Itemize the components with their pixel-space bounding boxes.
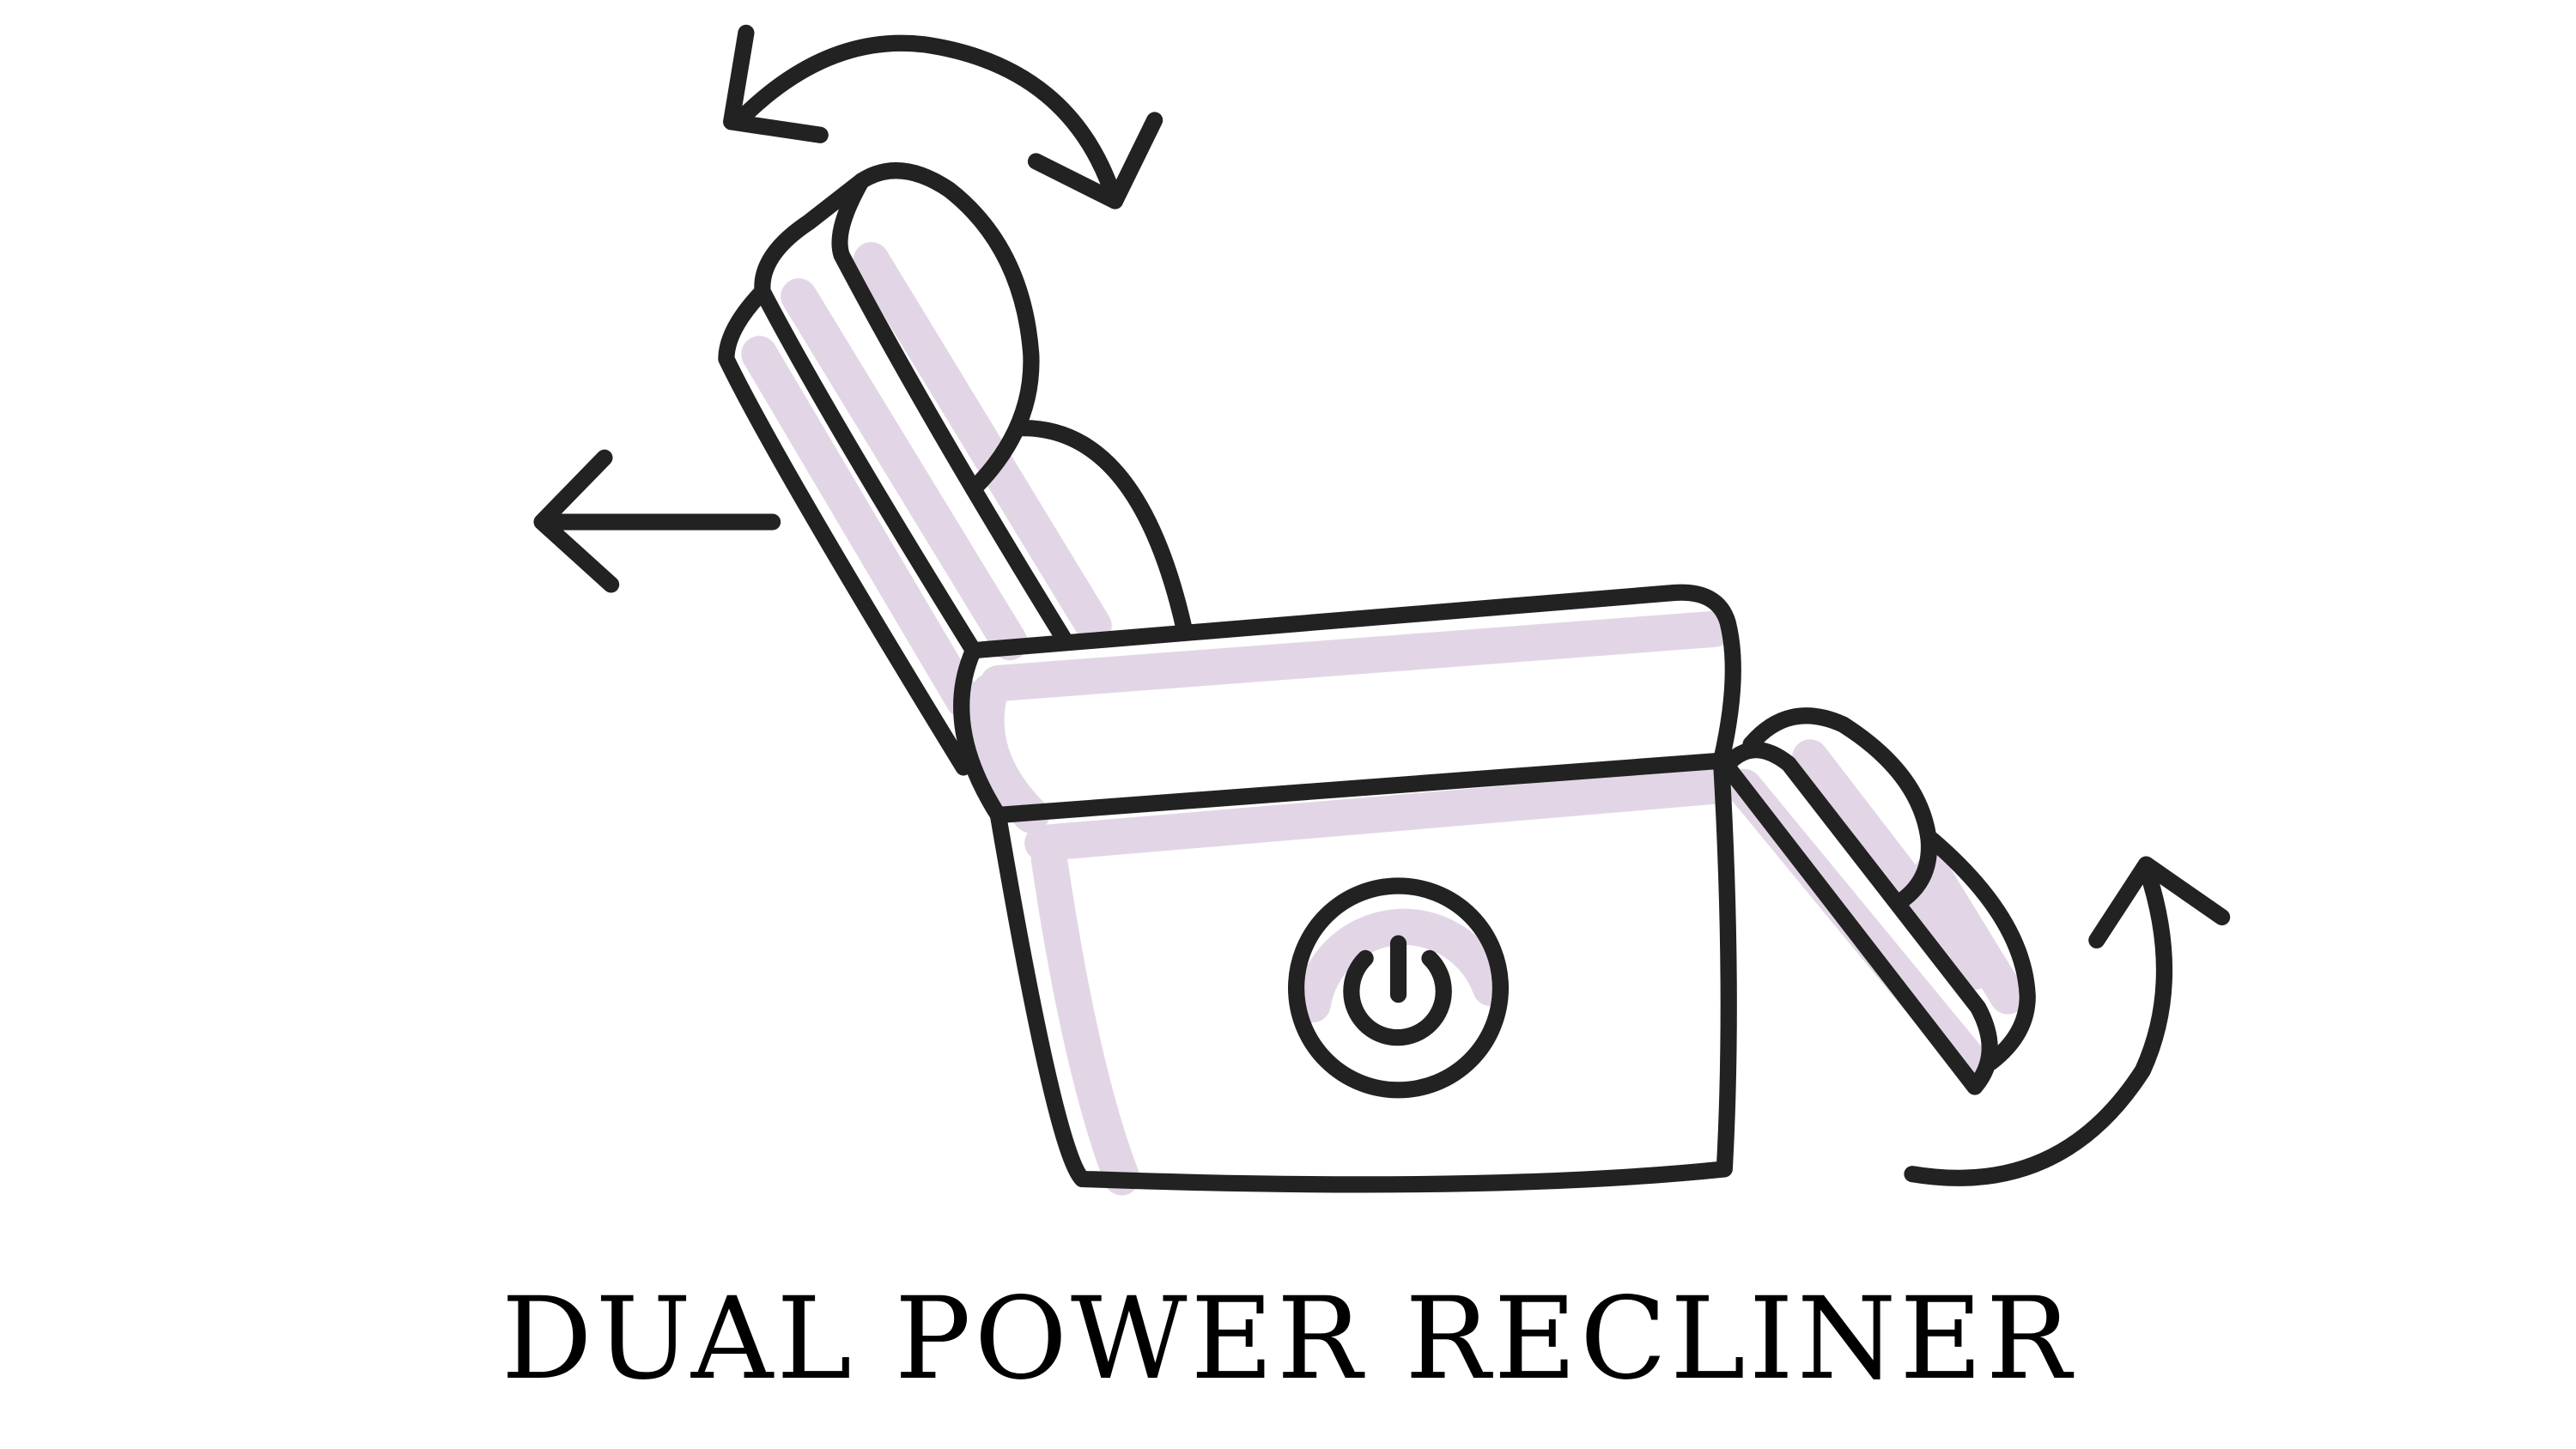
caption-title: DUAL POWER RECLINER: [501, 1273, 2075, 1405]
seat-edge: [989, 752, 1730, 824]
footrest-curved-arrow-icon: [1904, 856, 2231, 1186]
backrest-inner-panel: [754, 173, 982, 659]
armrest-top: [965, 584, 1741, 769]
back-cushion: [1011, 420, 1193, 638]
armrest-front: [953, 642, 1006, 824]
footrest-lower-cushion: [1923, 831, 2036, 1070]
backrest-straight-arrow-icon: [533, 449, 781, 593]
backrest-outer-panel: [718, 282, 972, 776]
power-icon: [1288, 877, 1510, 1099]
footrest-cushion: [1742, 707, 1938, 911]
chair-shading: [741, 241, 2026, 1196]
recliner-chair: [718, 162, 2036, 1193]
chair-base: [989, 752, 1737, 1193]
headrest-strap: [831, 173, 1072, 647]
headrest-curved-arrow-icon: [723, 24, 1163, 209]
